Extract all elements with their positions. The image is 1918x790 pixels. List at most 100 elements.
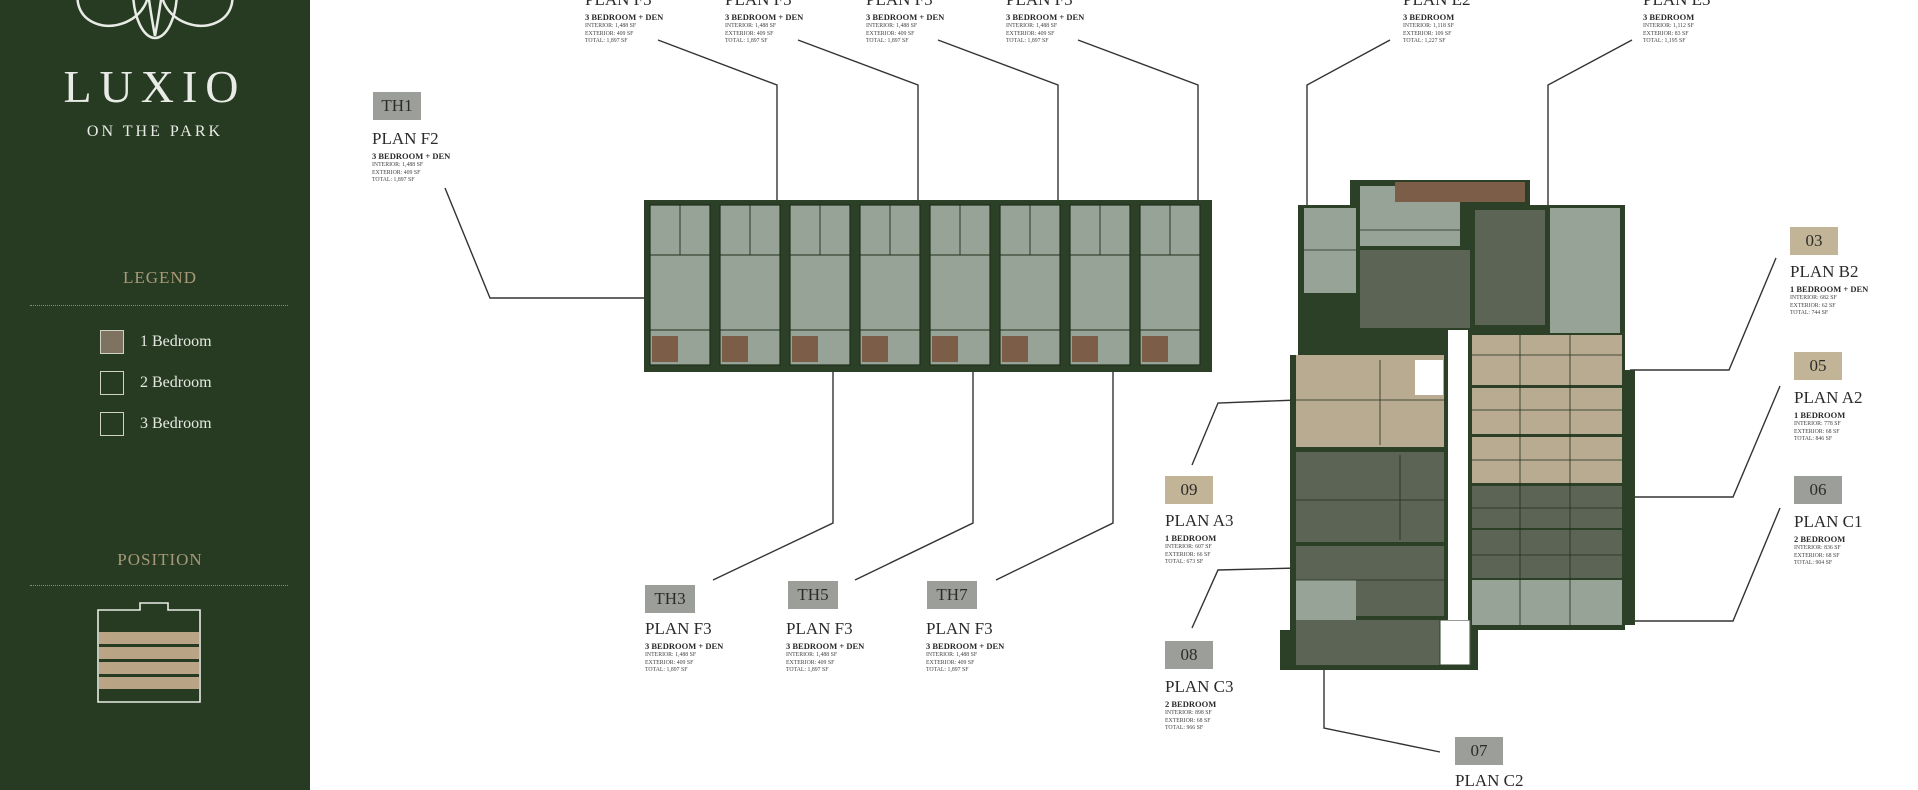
plan-interior: INTERIOR: 1,488 SF xyxy=(372,162,424,168)
plan-exterior: EXTERIOR: 66 SF xyxy=(1165,551,1211,558)
plan-label-c2: PLAN C2 xyxy=(1455,772,1523,790)
legend-swatch xyxy=(100,371,124,395)
plan-total: TOTAL: 966 SF xyxy=(1165,725,1204,731)
plan-label-th7: PLAN F3 3 BEDROOM + DEN INTERIOR: 1,488 … xyxy=(926,620,1004,675)
plan-label-e2: PLAN E2 3 BEDROOM INTERIOR: 1,118 SF EXT… xyxy=(1403,0,1471,46)
plan-exterior: EXTERIOR: 409 SF xyxy=(725,30,774,37)
plan-name: PLAN F2 xyxy=(372,129,439,148)
plan-exterior: EXTERIOR: 409 SF xyxy=(786,659,835,666)
plan-label-b2: PLAN B2 1 BEDROOM + DEN INTERIOR: 682 SF… xyxy=(1790,263,1868,318)
legend-swatch xyxy=(100,412,124,436)
legend-item-1-bedroom: 1 Bedroom xyxy=(100,330,212,354)
unit-tag-03: 03 xyxy=(1790,227,1838,255)
plan-name: PLAN C3 xyxy=(1165,677,1234,696)
plan-type: 1 BEDROOM xyxy=(1794,410,1846,420)
plan-type: 2 BEDROOM xyxy=(1794,534,1846,544)
plan-total: TOTAL: 673 SF xyxy=(1165,559,1204,565)
plan-type: 1 BEDROOM xyxy=(1165,533,1217,543)
plan-label-th3: PLAN F3 3 BEDROOM + DEN INTERIOR: 1,488 … xyxy=(645,620,723,675)
plan-label-a3: PLAN A3 1 BEDROOM INTERIOR: 607 SF EXTER… xyxy=(1165,512,1233,567)
building-position-icon xyxy=(97,602,201,703)
unit-tag-09: 09 xyxy=(1165,476,1213,504)
plan-type: 3 BEDROOM + DEN xyxy=(1006,12,1085,22)
plan-interior: INTERIOR: 1,118 SF xyxy=(1403,23,1454,29)
plan-label-c3: PLAN C3 2 BEDROOM INTERIOR: 898 SF EXTER… xyxy=(1165,678,1233,733)
brand-name: LUXIO xyxy=(63,61,247,112)
plan-name: PLAN A2 xyxy=(1794,388,1863,407)
plan-total: TOTAL: 744 SF xyxy=(1790,310,1829,316)
plan-interior: INTERIOR: 836 SF xyxy=(1794,545,1841,551)
plan-interior: INTERIOR: 1,488 SF xyxy=(786,652,838,658)
plan-interior: INTERIOR: 1,488 SF xyxy=(926,652,978,658)
plan-exterior: EXTERIOR: 409 SF xyxy=(1006,30,1055,37)
plan-exterior: EXTERIOR: 409 SF xyxy=(866,30,915,37)
unit-tag-th5: TH5 xyxy=(788,581,838,609)
plan-exterior: EXTERIOR: 68 SF xyxy=(1794,428,1840,435)
plan-name: PLAN C1 xyxy=(1794,512,1863,531)
plan-exterior: EXTERIOR: 109 SF xyxy=(1403,30,1452,37)
plan-total: TOTAL: 1,227 SF xyxy=(1403,38,1446,44)
legend-label: 3 Bedroom xyxy=(140,415,212,432)
legend-item-3-bedroom: 3 Bedroom xyxy=(100,412,212,436)
plan-interior: INTERIOR: 1,488 SF xyxy=(725,23,777,29)
plan-label-top-2: PLAN F3 3 BEDROOM + DEN INTERIOR: 1,488 … xyxy=(725,0,803,46)
plan-name: PLAN F3 xyxy=(1006,0,1084,9)
plan-type: 3 BEDROOM + DEN xyxy=(645,641,724,651)
plan-name: PLAN C2 xyxy=(1455,771,1524,790)
plan-name: PLAN E3 xyxy=(1643,0,1711,9)
plan-interior: INTERIOR: 1,112 SF xyxy=(1643,23,1694,29)
plan-interior: INTERIOR: 1,488 SF xyxy=(645,652,697,658)
flower-logo-icon xyxy=(76,0,234,40)
plan-total: TOTAL: 846 SF xyxy=(1794,436,1833,442)
plan-interior: INTERIOR: 1,488 SF xyxy=(585,23,637,29)
plan-total: TOTAL: 1,897 SF xyxy=(926,667,969,673)
plan-type: 3 BEDROOM + DEN xyxy=(866,12,945,22)
plan-type: 3 BEDROOM + DEN xyxy=(585,12,664,22)
plan-label-top-4: PLAN F3 3 BEDROOM + DEN INTERIOR: 1,488 … xyxy=(1006,0,1084,46)
plan-name: PLAN F3 xyxy=(926,619,993,638)
plan-type: 3 BEDROOM + DEN xyxy=(786,641,865,651)
plan-exterior: EXTERIOR: 409 SF xyxy=(926,659,975,666)
townhouse-block xyxy=(644,200,1212,372)
plan-type: 3 BEDROOM xyxy=(1403,12,1455,22)
plan-label-th1: PLAN F2 3 BEDROOM + DEN INTERIOR: 1,488 … xyxy=(372,130,450,185)
plan-label-th5: PLAN F3 3 BEDROOM + DEN INTERIOR: 1,488 … xyxy=(786,620,864,675)
plan-exterior: EXTERIOR: 68 SF xyxy=(1165,717,1211,724)
apartment-building xyxy=(1280,180,1635,670)
plan-label-a2: PLAN A2 1 BEDROOM INTERIOR: 778 SF EXTER… xyxy=(1794,389,1862,444)
plan-interior: INTERIOR: 1,488 SF xyxy=(1006,23,1058,29)
legend-swatch xyxy=(100,330,124,354)
position-title: POSITION xyxy=(117,550,203,569)
sidebar: LUXIO ON THE PARK LEGEND 1 Bedroom 2 Bed… xyxy=(0,0,310,790)
plan-name: PLAN E2 xyxy=(1403,0,1471,9)
plan-interior: INTERIOR: 778 SF xyxy=(1794,421,1841,427)
plan-label-e3: PLAN E3 3 BEDROOM INTERIOR: 1,112 SF EXT… xyxy=(1643,0,1711,46)
plan-type: 3 BEDROOM + DEN xyxy=(926,641,1005,651)
position-divider xyxy=(30,585,288,586)
unit-tag-th1: TH1 xyxy=(373,92,421,120)
plan-name: PLAN F3 xyxy=(786,619,853,638)
plan-name: PLAN F3 xyxy=(866,0,944,9)
plan-total: TOTAL: 1,897 SF xyxy=(1006,38,1049,44)
plan-interior: INTERIOR: 682 SF xyxy=(1790,295,1837,301)
plan-name: PLAN A3 xyxy=(1165,511,1234,530)
plan-exterior: EXTERIOR: 409 SF xyxy=(372,169,421,176)
plan-total: TOTAL: 1,897 SF xyxy=(866,38,909,44)
plan-type: 3 BEDROOM + DEN xyxy=(725,12,804,22)
unit-tag-08: 08 xyxy=(1165,641,1213,669)
plan-type: 1 BEDROOM + DEN xyxy=(1790,284,1869,294)
plan-label-top-3: PLAN F3 3 BEDROOM + DEN INTERIOR: 1,488 … xyxy=(866,0,944,46)
unit-tag-05: 05 xyxy=(1794,352,1842,380)
plan-label-top-1: PLAN F3 3 BEDROOM + DEN INTERIOR: 1,488 … xyxy=(585,0,663,46)
plan-name: PLAN F3 xyxy=(725,0,803,9)
plan-name: PLAN B2 xyxy=(1790,262,1859,281)
plan-exterior: EXTERIOR: 409 SF xyxy=(645,659,694,666)
unit-tag-th7: TH7 xyxy=(927,581,977,609)
brand-subtitle: ON THE PARK xyxy=(86,123,224,140)
legend-label: 2 Bedroom xyxy=(140,374,212,391)
plan-name: PLAN F3 xyxy=(645,619,712,638)
plan-total: TOTAL: 1,897 SF xyxy=(725,38,768,44)
plan-label-c1: PLAN C1 2 BEDROOM INTERIOR: 836 SF EXTER… xyxy=(1794,513,1862,568)
